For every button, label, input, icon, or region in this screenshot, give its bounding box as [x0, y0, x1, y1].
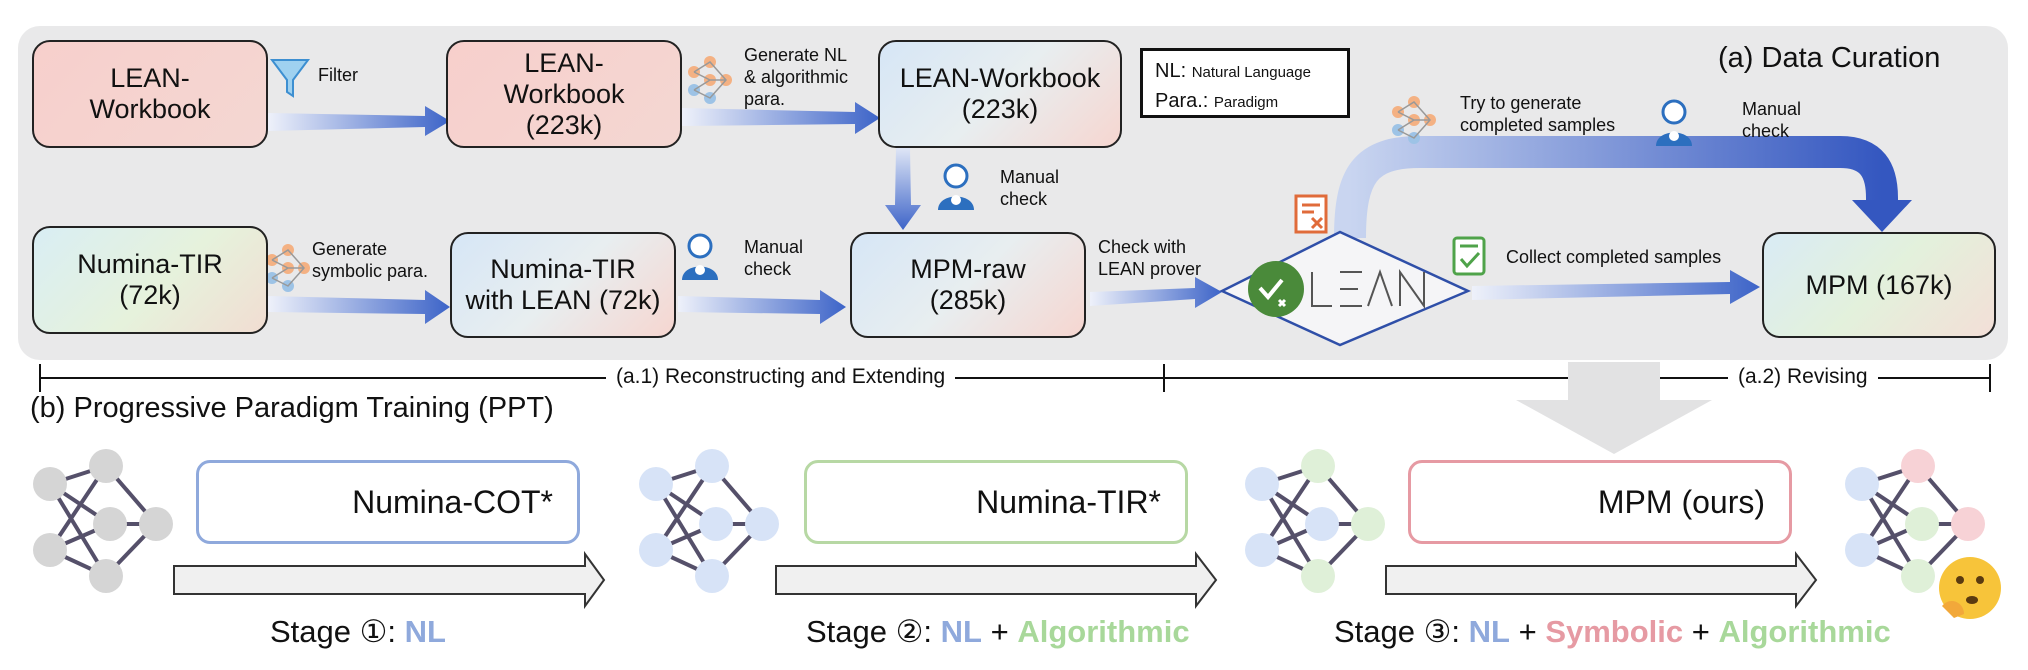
- numina-tir-box: Numina-TIR (72k): [32, 226, 268, 334]
- timeline-axis: [39, 364, 1991, 392]
- stage-2-label: Stage ②: NL + Algorithmic: [806, 614, 1190, 650]
- stage-3-symbolic: Symbolic: [1545, 614, 1684, 649]
- try-generate-model-icon: [1392, 96, 1436, 144]
- arrow-generate-nl: [682, 102, 880, 134]
- arrow-collect: [1472, 270, 1760, 304]
- dataset-box-3: MPM (ours): [1408, 460, 1792, 544]
- generate-symbolic-label: Generate symbolic para.: [312, 239, 429, 281]
- arrow-generate-symbolic: [268, 290, 450, 324]
- stage-2-prefix: Stage ②:: [806, 614, 941, 649]
- arrow-check-lean: [1090, 277, 1222, 308]
- legend-nl-key: NL:: [1155, 60, 1187, 82]
- lean-workbook-filtered-box: LEAN- Workbook (223k): [446, 40, 682, 148]
- rejected-document-icon: [1294, 194, 1328, 234]
- thinking-face-icon: [1939, 557, 2001, 619]
- manual-check-label-3: Manual check: [1742, 99, 1802, 141]
- stage-2-plus: +: [981, 614, 1018, 649]
- manual-check-person-icon-1: [938, 163, 974, 210]
- lean-check-icon: [1248, 261, 1304, 317]
- legend-nl-value: Natural Language: [1191, 64, 1311, 81]
- legend-para-value: Paradigm: [1213, 94, 1279, 111]
- stage-arrow-1: [173, 550, 606, 610]
- network-stage-3: [1845, 449, 1985, 593]
- axis-label-reconstructing: (a.1) Reconstructing and Extending: [606, 365, 956, 389]
- stage-3-plus-1: +: [1509, 614, 1546, 649]
- lean-workbook-paradigm-box: LEAN-Workbook (223k): [878, 40, 1122, 148]
- mpm-final-box: MPM (167k): [1762, 232, 1996, 338]
- stage-3-label: Stage ③: NL + Symbolic + Algorithmic: [1334, 614, 1891, 650]
- stage-3-prefix: Stage ③:: [1334, 614, 1469, 649]
- collect-label: Collect completed samples: [1506, 247, 1722, 267]
- stage-3-algorithmic: Algorithmic: [1718, 614, 1891, 649]
- stage-1-label: Stage ①: NL: [270, 614, 446, 650]
- stage-arrow-3: [1385, 551, 1818, 609]
- stage-1-nl: NL: [404, 614, 446, 649]
- dataset-name-3: MPM (ours): [1597, 483, 1765, 520]
- generate-symbolic-model-icon: [266, 244, 310, 292]
- lean-workbook-box: LEAN- Workbook: [32, 40, 268, 148]
- generate-nl-label: Generate NL & algorithmic para.: [744, 45, 849, 109]
- stage-2-algorithmic: Algorithmic: [1017, 614, 1190, 649]
- numina-tir-lean-box: Numina-TIR with LEAN (72k): [450, 232, 676, 338]
- network-stage-2: [1245, 449, 1385, 593]
- manual-check-person-icon-2: [682, 233, 718, 280]
- manual-check-label-1: Manual check: [1000, 167, 1060, 209]
- filter-funnel-icon: [270, 59, 310, 98]
- manual-check-label-2: Manual check: [744, 237, 804, 279]
- arrow-manual-check-down: [885, 148, 921, 230]
- generate-nl-model-icon: [688, 56, 732, 104]
- try-generate-label: Try to generate completed samples: [1460, 93, 1616, 135]
- check-lean-label: Check with LEAN prover: [1098, 237, 1202, 279]
- stage-arrow-2: [775, 551, 1218, 609]
- stage-3-plus-2: +: [1683, 614, 1719, 649]
- stage-2-nl: NL: [940, 614, 982, 649]
- data-curation-title: (a) Data Curation: [1718, 42, 1941, 74]
- lean-logo: [1311, 268, 1425, 310]
- legend-para-key: Para.:: [1155, 90, 1209, 112]
- dataset-name-1: Numina-COT*: [352, 483, 553, 520]
- legend-box: NL: Natural Language Para.: Paradigm: [1140, 48, 1350, 118]
- dataset-box-2: Numina-TIR*: [804, 460, 1188, 544]
- network-stage-0: [33, 449, 173, 593]
- network-stage-1: [639, 449, 779, 593]
- dataset-name-2: Numina-TIR*: [976, 483, 1161, 520]
- stage-1-prefix: Stage ①:: [270, 614, 405, 649]
- stage-3-nl: NL: [1468, 614, 1510, 649]
- axis-label-revising: (a.2) Revising: [1728, 365, 1878, 389]
- arrow-filter: [268, 106, 450, 136]
- dataset-box-1: Numina-COT*: [196, 460, 580, 544]
- arrow-try-generate: [1334, 136, 1912, 239]
- grey-down-arrow: [1516, 362, 1712, 454]
- arrow-manual-check-2: [678, 290, 846, 324]
- completed-document-icon: [1452, 236, 1486, 276]
- training-title: (b) Progressive Paradigm Training (PPT): [30, 392, 554, 424]
- mpm-raw-box: MPM-raw (285k): [850, 232, 1086, 338]
- filter-label: Filter: [318, 65, 358, 85]
- manual-check-person-icon-3: [1656, 99, 1692, 146]
